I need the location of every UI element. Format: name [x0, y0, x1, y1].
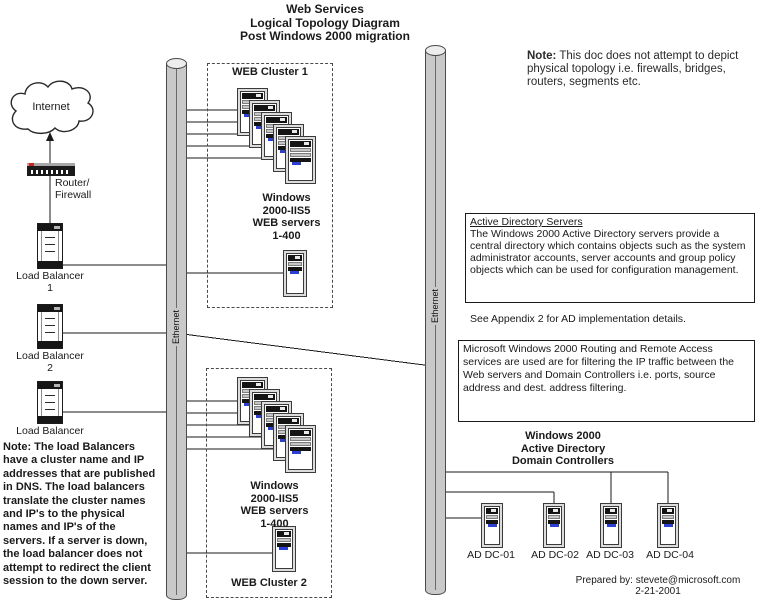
web-cluster-1-title: WEB Cluster 1 [232, 66, 308, 78]
page-title: Web Services Logical Topology Diagram Po… [215, 2, 435, 44]
footer-date: 2-21-2001 [635, 585, 681, 597]
dc-label-2: AD DC-02 [531, 549, 579, 561]
lb-body [41, 389, 59, 416]
load-balancer-note: Note: The load Balancers have a cluster … [3, 441, 159, 588]
router-firewall-icon [27, 163, 75, 176]
footer: Prepared by: stevete@microsoft.com 2-21-… [558, 575, 758, 597]
ethernet-backbone-right: Ethernet [425, 45, 446, 595]
router-led-icon [29, 163, 34, 166]
title-line-3: Post Windows 2000 migration [240, 29, 410, 43]
cylinder-cap [166, 58, 187, 69]
top-right-note-label: Note: [527, 50, 557, 62]
lb-body [41, 231, 59, 261]
internet-label: Internet [32, 101, 70, 113]
cylinder-cap [425, 45, 446, 56]
router-label: Router/ Firewall [55, 177, 92, 201]
dc-label-3: AD DC-03 [586, 549, 634, 561]
caption-line: Windows [250, 480, 299, 492]
domain-controller-icon [481, 503, 503, 548]
caption-line: 2000-IIS5 [250, 492, 299, 505]
load-balancer-2-icon [37, 304, 63, 349]
lb1-number: 1 [47, 281, 53, 294]
server-icon [272, 526, 296, 572]
caption-line: WEB servers [252, 217, 321, 229]
title-line-2: Logical Topology Diagram [250, 15, 400, 30]
server-icon [285, 425, 316, 473]
domain-controller-icon [543, 503, 565, 548]
lb1-name: Load Balancer [16, 270, 84, 282]
lb-top-panel [38, 382, 62, 389]
load-balancer-2-label: Load Balancer 2 [6, 350, 94, 374]
lb-bottom-panel [38, 416, 62, 423]
lb2-number: 2 [47, 361, 53, 374]
ad-box-body: The Windows 2000 Active Directory server… [470, 228, 746, 276]
lb-top-panel [38, 305, 62, 312]
load-balancer-note-text: The load Balancers have a cluster name a… [3, 441, 156, 588]
top-right-note: Note: This doc does not attempt to depic… [527, 50, 765, 89]
web-cluster-2-title: WEB Cluster 2 [231, 577, 307, 589]
lb-top-panel [38, 224, 62, 231]
lb2-name: Load Balancer [16, 350, 84, 362]
load-balancer-1-label: Load Balancer 1 [6, 270, 94, 294]
top-right-note-text: This doc does not attempt to depict phys… [527, 50, 739, 88]
router-ports-icon [31, 170, 71, 174]
prepared-by: Prepared by: stevete@microsoft.com [575, 575, 741, 586]
server-icon [285, 136, 316, 184]
lb3-name: Load Balancer [16, 425, 84, 437]
web-cluster-2-caption: Windows 2000-IIS5 WEB servers 1-400 [217, 480, 332, 530]
cloud-icon [10, 80, 94, 135]
ethernet-backbone-left: Ethernet [166, 58, 187, 600]
caption-line: Windows [262, 192, 311, 204]
dc-label-1: AD DC-01 [467, 549, 515, 561]
lb-bottom-panel [38, 261, 62, 268]
caption-line: 1-400 [260, 517, 289, 530]
ethernet-left-label: Ethernet [171, 308, 181, 347]
router-label-line-2: Firewall [55, 188, 92, 201]
load-balancer-3-icon [37, 381, 63, 424]
rras-note-box: Microsoft Windows 2000 Routing and Remot… [458, 340, 755, 422]
ethernet-right-label: Ethernet [430, 287, 440, 326]
router-top-panel [27, 163, 75, 166]
caption-line: 1-400 [272, 229, 301, 242]
lb-body [41, 312, 59, 341]
caption-line: WEB servers [240, 505, 309, 517]
web-cluster-1-box [207, 63, 333, 308]
ad-box-title: Active Directory Servers [470, 216, 583, 228]
caption-line: 2000-IIS5 [262, 204, 311, 217]
domain-controller-icon [600, 503, 622, 548]
domain-controller-icon [657, 503, 679, 548]
load-balancer-note-label: Note: [3, 441, 32, 453]
ad-servers-note-box: Active Directory Servers The Windows 200… [465, 213, 755, 303]
dc-heading-line: Windows 2000 [525, 430, 601, 442]
load-balancer-3-label: Load Balancer [6, 425, 94, 438]
dc-heading-line: Active Directory [520, 442, 606, 455]
router-label-line-1: Router/ [55, 177, 90, 189]
internet-cloud: Internet [6, 77, 98, 144]
rras-note-text: Microsoft Windows 2000 Routing and Remot… [463, 343, 735, 394]
dc-heading: Windows 2000 Active Directory Domain Con… [493, 430, 633, 468]
appendix-note: See Appendix 2 for AD implementation det… [470, 313, 686, 325]
dc-label-4: AD DC-04 [646, 549, 694, 561]
lb-bottom-panel [38, 341, 62, 348]
web-cluster-2-box [206, 368, 332, 598]
load-balancer-1-icon [37, 223, 63, 269]
dc-heading-line: Domain Controllers [511, 455, 615, 467]
title-line-1: Web Services [286, 2, 364, 16]
server-icon [283, 250, 307, 297]
web-cluster-1-caption: Windows 2000-IIS5 WEB servers 1-400 [229, 192, 344, 242]
arrow-up-icon [46, 132, 54, 141]
